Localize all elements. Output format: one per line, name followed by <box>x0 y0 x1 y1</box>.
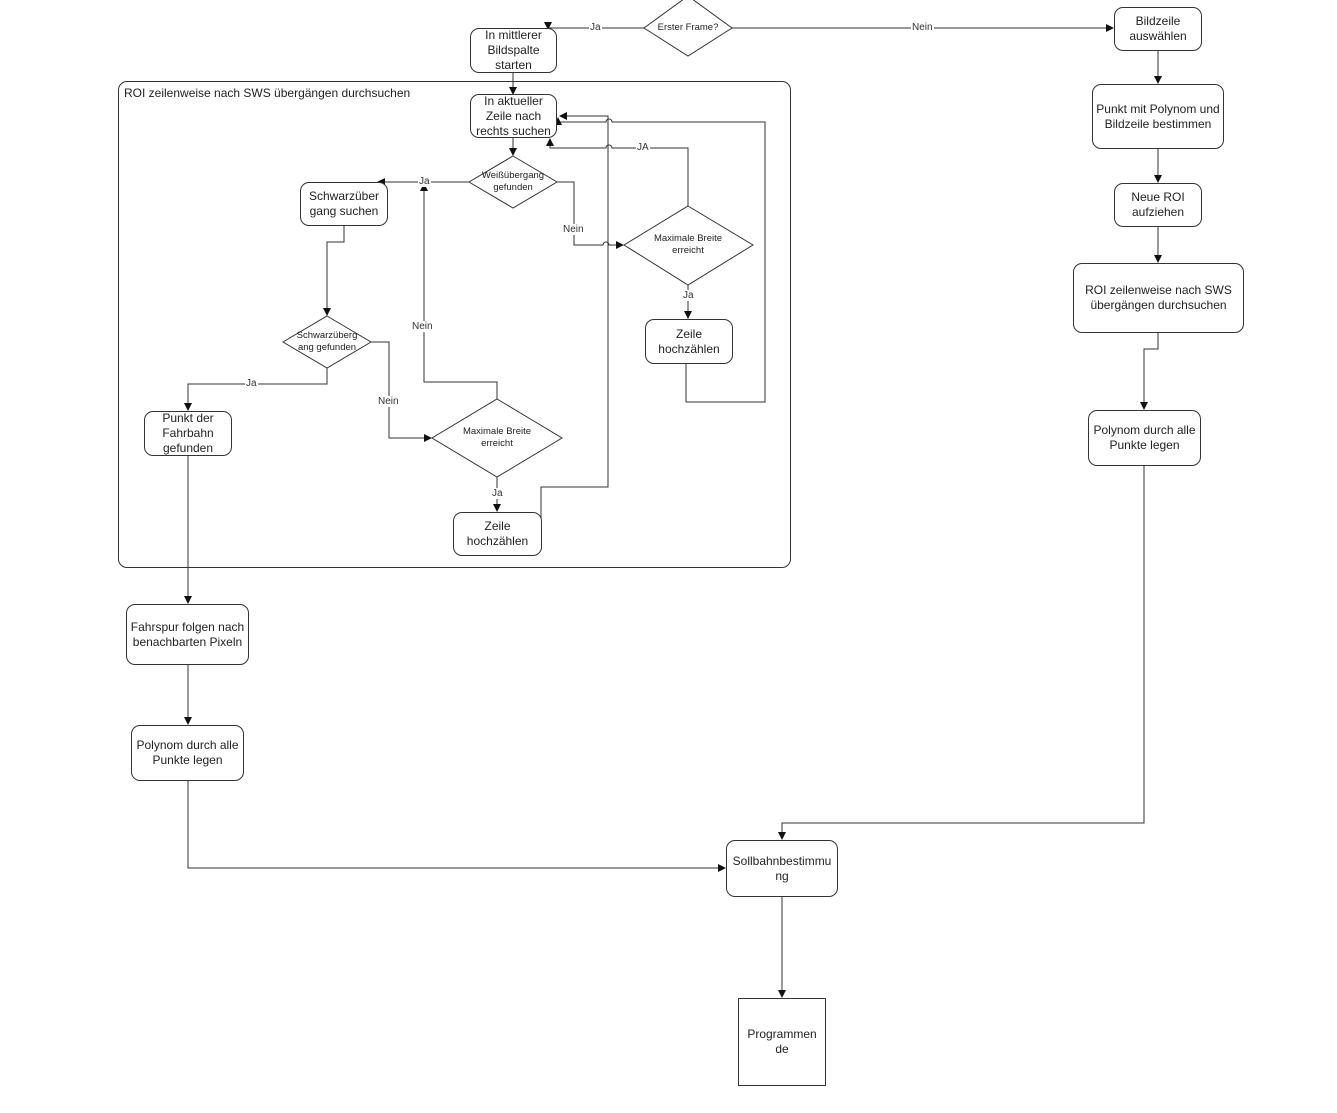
label-weiss-nein: Nein <box>562 224 585 235</box>
node-fahrspur-folgen: Fahrspur folgen nach benachbarten Pixeln <box>126 604 249 665</box>
edge-max1-JA <box>546 138 689 206</box>
edge-weiss-nein <box>557 181 624 249</box>
node-programmende: Programmen de <box>738 998 826 1086</box>
node-punkt-fahrbahn: Punkt der Fahrbahn gefunden <box>144 411 232 456</box>
node-zeile-hoch-2: Zeile hochzählen <box>453 512 542 556</box>
decision-max-breite-2-label: Maximale Breite erreicht <box>462 426 532 449</box>
decision-schwarz-gefunden-label: Schwarzüberg ang gefunden <box>296 330 358 353</box>
node-roi-durchsuchen: ROI zeilenweise nach SWS übergängen durc… <box>1073 263 1244 333</box>
label-max1-JA: JA <box>636 142 650 153</box>
decision-weissuebergang-label: Weißübergang gefunden <box>481 170 545 193</box>
decision-weissuebergang <box>468 155 558 209</box>
roi-search-group: ROI zeilenweise nach SWS übergängen durc… <box>118 81 791 568</box>
node-polynom-links: Polynom durch alle Punkte legen <box>131 725 244 781</box>
edge-roi-polynom <box>1140 333 1159 410</box>
label-schwarz-ja: Ja <box>245 378 258 389</box>
decision-erster-frame-label: Erster Frame? <box>657 22 719 33</box>
group-title: ROI zeilenweise nach SWS übergängen durc… <box>124 86 411 100</box>
node-mittlere-spalte: In mittlerer Bildspalte starten <box>470 28 557 73</box>
label-max2-nein: Nein <box>411 321 434 332</box>
label-frame-ja: Ja <box>589 22 602 33</box>
node-schwarz-suchen: Schwarzüber gang suchen <box>300 182 388 226</box>
node-neue-roi: Neue ROI aufziehen <box>1114 183 1202 227</box>
decision-max-breite-1-label: Maximale Breite erreicht <box>653 233 723 256</box>
label-weiss-ja: Ja <box>418 176 431 187</box>
edge-polynom-sollbahn <box>187 781 726 872</box>
edge-polynom-sollbahn-rechts <box>778 466 1145 840</box>
decision-erster-frame <box>643 0 733 57</box>
edge-schwarzsuchen-gefunden <box>323 226 345 316</box>
label-schwarz-nein: Nein <box>377 396 400 407</box>
label-max2-ja: Ja <box>491 488 504 499</box>
node-sollbahn: Sollbahnbestimmu ng <box>726 840 838 897</box>
label-max1-ja: Ja <box>682 290 695 301</box>
edge-zeile2-loop <box>540 112 609 530</box>
label-frame-nein: Nein <box>911 22 934 33</box>
node-punkt-polynom: Punkt mit Polynom und Bildzeile bestimme… <box>1092 84 1224 149</box>
edge-schwarz-nein <box>371 341 432 442</box>
edge-zeile1-loop <box>554 117 766 403</box>
node-aktuelle-zeile: In aktueller Zeile nach rechts suchen <box>470 94 557 138</box>
node-bildzeile: Bildzeile auswählen <box>1114 7 1202 51</box>
edge-max2-nein <box>420 183 498 399</box>
node-polynom-rechts: Polynom durch alle Punkte legen <box>1088 410 1201 466</box>
node-zeile-hoch-1: Zeile hochzählen <box>645 319 733 364</box>
